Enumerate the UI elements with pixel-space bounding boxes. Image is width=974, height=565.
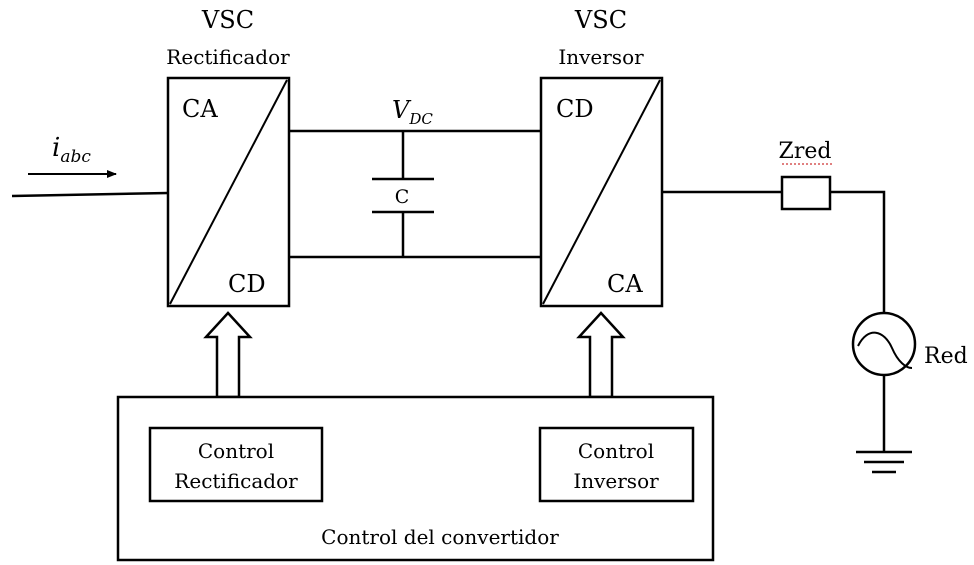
rectifier-control-label-2: Rectificador — [174, 469, 298, 493]
rectifier-dc-label: CD — [228, 270, 266, 298]
grid-source-label: Red — [924, 344, 968, 369]
grid-impedance — [780, 175, 832, 211]
rectifier-subheader: Rectificador — [166, 45, 290, 69]
inverter-subheader: Inversor — [558, 45, 644, 69]
converter-control-label: Control del convertidor — [321, 525, 559, 549]
rectifier-ac-label: CA — [182, 95, 218, 123]
rectifier-control-arrow — [203, 311, 253, 399]
rectifier-block: CA CD — [166, 76, 291, 308]
rectifier-control-label-1: Control — [198, 439, 274, 463]
grid-source-icon — [851, 311, 917, 377]
grid-line-right — [830, 190, 886, 312]
input-current-label: iabc — [52, 133, 91, 167]
inverter-header: VSC — [574, 6, 627, 34]
inverter-control-label-2: Inversor — [573, 469, 659, 493]
rectifier-control-block — [148, 426, 324, 503]
inverter-control-arrow — [576, 311, 626, 399]
inverter-block: CD CA — [539, 76, 664, 308]
inverter-ac-label: CA — [607, 270, 643, 298]
dc-capacitor: C — [372, 131, 434, 257]
inverter-dc-label: CD — [556, 95, 594, 123]
inverter-control-block — [538, 426, 695, 503]
grid-impedance-label: Zred — [779, 139, 832, 164]
input-line — [11, 191, 169, 198]
inverter-control-label-1: Control — [578, 439, 654, 463]
rectifier-header: VSC — [201, 6, 254, 34]
ground-icon — [856, 375, 912, 474]
dc-voltage-label: VDC — [392, 96, 433, 128]
capacitor-label: C — [395, 186, 410, 208]
